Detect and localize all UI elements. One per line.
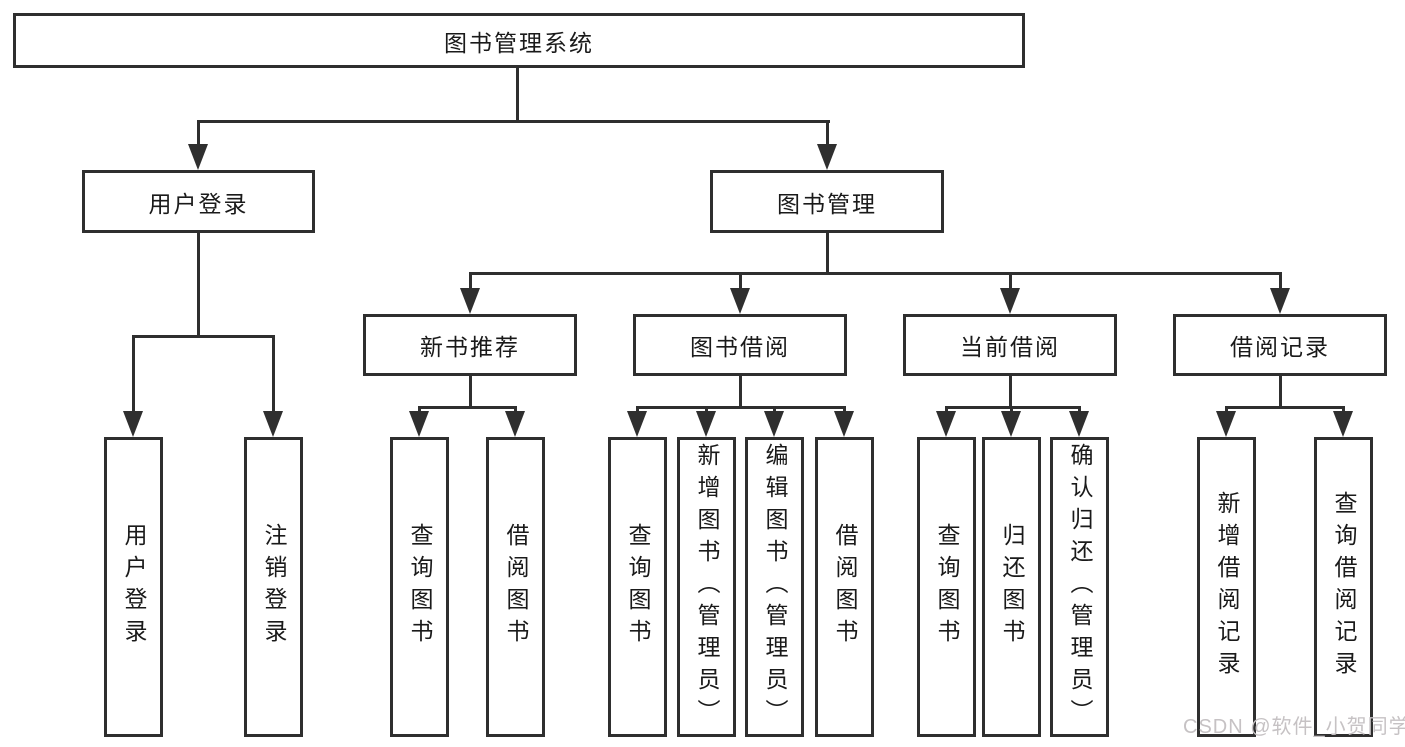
- node-label: 用户登录: [148, 190, 249, 217]
- connector-book-borrowing-branch: [636, 406, 846, 409]
- node-label: 当前借阅: [960, 334, 1060, 360]
- connector-current-borrowing-stem: [1009, 376, 1012, 408]
- node-label: 借阅记录: [1230, 334, 1330, 360]
- arrow-down-icon: [936, 411, 956, 437]
- node-leaf-confirm-return-admin: 确认归还（管理员）: [1050, 437, 1109, 737]
- arrow-down-icon: [505, 411, 525, 437]
- node-label: 编辑图书（管理员）: [762, 443, 788, 731]
- arrow-down-icon: [1001, 411, 1021, 437]
- node-leaf-query-books-current: 查询图书: [917, 437, 976, 737]
- node-label: 新增图书（管理员）: [694, 443, 720, 731]
- connector-new-book-branch: [418, 406, 517, 409]
- node-borrowing-records: 借阅记录: [1173, 314, 1387, 376]
- arrow-down-icon: [1069, 411, 1089, 437]
- node-label: 图书管理系统: [444, 29, 594, 56]
- connector-root-stem: [516, 68, 519, 120]
- node-label: 查询图书: [625, 523, 651, 651]
- node-leaf-add-borrow-record: 新增借阅记录: [1197, 437, 1256, 737]
- node-leaf-logout: 注销登录: [244, 437, 303, 737]
- node-leaf-query-books-borrowing: 查询图书: [608, 437, 667, 737]
- connector-to-user-login: [197, 120, 200, 148]
- arrow-down-icon: [730, 288, 750, 314]
- node-label: 注销登录: [261, 523, 287, 651]
- node-label: 用户登录: [121, 523, 147, 651]
- node-leaf-borrow-books-recommend: 借阅图书: [486, 437, 545, 737]
- arrow-down-icon: [834, 411, 854, 437]
- node-new-book-recommend: 新书推荐: [363, 314, 577, 376]
- connector-to-leaf-user-login: [132, 335, 135, 413]
- connector-borrowing-records-stem: [1279, 376, 1282, 408]
- node-label: 借阅图书: [832, 523, 858, 651]
- arrow-down-icon: [1333, 411, 1353, 437]
- connector-to-book-borrowing: [739, 272, 742, 292]
- connector-user-login-branch: [132, 335, 275, 338]
- arrow-down-icon: [188, 144, 208, 170]
- connector-new-book-stem: [469, 376, 472, 408]
- node-label: 确认归还（管理员）: [1067, 443, 1093, 731]
- arrow-down-icon: [1000, 288, 1020, 314]
- arrow-down-icon: [263, 411, 283, 437]
- arrow-down-icon: [627, 411, 647, 437]
- node-current-borrowing: 当前借阅: [903, 314, 1117, 376]
- node-label: 图书管理: [777, 190, 877, 217]
- node-leaf-query-books-recommend: 查询图书: [390, 437, 449, 737]
- node-library-management-system: 图书管理系统: [13, 13, 1025, 68]
- csdn-watermark: CSDN @软件_小贺同学: [1183, 716, 1405, 738]
- node-label: 查询借阅记录: [1331, 491, 1357, 683]
- node-book-management: 图书管理: [710, 170, 944, 233]
- connector-root-branch: [197, 120, 830, 123]
- node-label: 借阅图书: [503, 523, 529, 651]
- node-label: 查询图书: [407, 523, 433, 651]
- node-label: 新增借阅记录: [1214, 491, 1240, 683]
- node-leaf-user-login: 用户登录: [104, 437, 163, 737]
- arrow-down-icon: [1216, 411, 1236, 437]
- arrow-down-icon: [409, 411, 429, 437]
- node-user-login: 用户登录: [82, 170, 315, 233]
- connector-to-new-book-recommend: [469, 272, 472, 292]
- arrow-down-icon: [460, 288, 480, 314]
- connector-book-management-branch: [469, 272, 1281, 275]
- node-book-borrowing: 图书借阅: [633, 314, 847, 376]
- node-label: 图书借阅: [690, 334, 790, 360]
- connector-user-login-stem: [197, 233, 200, 337]
- arrow-down-icon: [817, 144, 837, 170]
- arrow-down-icon: [696, 411, 716, 437]
- node-leaf-edit-books-admin: 编辑图书（管理员）: [745, 437, 804, 737]
- connector-current-borrowing-branch: [945, 406, 1081, 409]
- connector-to-leaf-logout: [272, 335, 275, 413]
- connector-book-management-stem: [826, 233, 829, 274]
- arrow-down-icon: [123, 411, 143, 437]
- node-leaf-add-books-admin: 新增图书（管理员）: [677, 437, 736, 737]
- node-leaf-return-books: 归还图书: [982, 437, 1041, 737]
- node-label: 新书推荐: [420, 334, 520, 360]
- arrow-down-icon: [764, 411, 784, 437]
- connector-to-borrowing-records: [1279, 272, 1282, 292]
- node-label: 归还图书: [999, 523, 1025, 651]
- connector-book-borrowing-stem: [739, 376, 742, 408]
- connector-to-current-borrowing: [1009, 272, 1012, 292]
- node-label: 查询图书: [934, 523, 960, 651]
- connector-borrowing-records-branch: [1225, 406, 1345, 409]
- connector-to-book-management: [826, 120, 829, 148]
- node-leaf-query-borrow-record: 查询借阅记录: [1314, 437, 1373, 737]
- node-leaf-borrow-books: 借阅图书: [815, 437, 874, 737]
- arrow-down-icon: [1270, 288, 1290, 314]
